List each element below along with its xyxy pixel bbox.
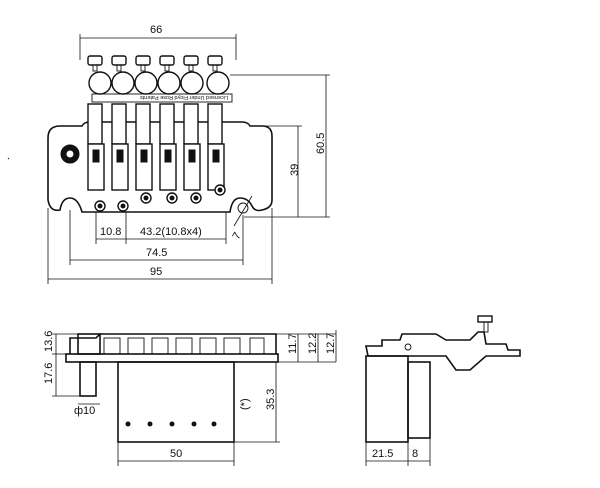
dim-12-2: 12.2 — [307, 333, 319, 354]
sustain-block — [117, 361, 235, 443]
dim-10-8: 10.8 — [100, 226, 121, 238]
dim-stud-10: ф10 — [74, 405, 95, 417]
front-view: 13.6 17.6 ф10 50 35.3 (*) 11.7 12.2 12.7 — [43, 330, 337, 466]
front-baseplate — [65, 353, 279, 363]
top-view: 66 Licensed Under Floyd Rose Patents — [7, 24, 330, 284]
dim-8: 8 — [412, 448, 418, 460]
side-block — [365, 355, 409, 443]
fine-tuners — [87, 55, 230, 95]
dim-21-5: 21.5 — [372, 448, 393, 460]
dim-35-3: 35.3 — [265, 389, 277, 410]
saddles — [87, 103, 226, 212]
dim-12-7: 12.7 — [325, 333, 337, 354]
front-stud — [79, 361, 97, 397]
dim-50: 50 — [170, 448, 182, 460]
patent-stamp: Licensed Under Floyd Rose Patents — [140, 94, 228, 100]
dim-note: (*) — [239, 398, 251, 410]
front-stud-nut — [77, 333, 101, 355]
dim-11-7: 11.7 — [287, 333, 299, 354]
dim-60-5: 60.5 — [315, 133, 327, 154]
side-arm — [407, 361, 431, 439]
dim-66: 66 — [150, 24, 162, 36]
dim-43-2: 43.2(10.8x4) — [140, 226, 202, 238]
dim-stud-7: 7 — [230, 230, 243, 241]
side-view: 21.5 8 — [365, 315, 521, 466]
dim-74-5: 74.5 — [146, 247, 167, 259]
baseplate — [47, 121, 273, 213]
side-tuner — [477, 315, 493, 323]
dim-95: 95 — [150, 266, 162, 278]
dim-39: 39 — [289, 164, 301, 176]
side-baseplate — [365, 331, 521, 371]
dim-17-6: 17.6 — [43, 363, 55, 384]
dim-13-6: 13.6 — [43, 331, 55, 352]
stud-hole — [237, 202, 249, 214]
